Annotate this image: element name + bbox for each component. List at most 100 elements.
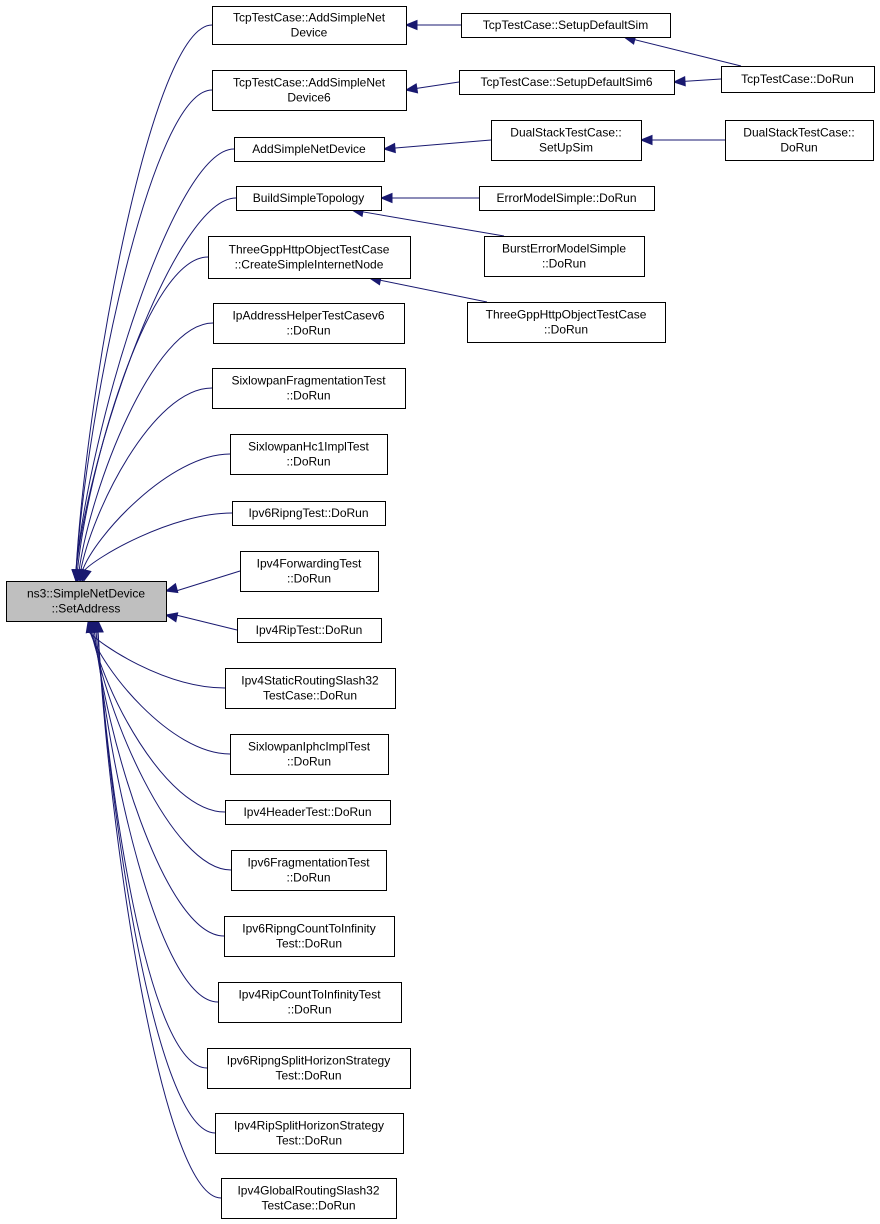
node-box	[236, 186, 382, 211]
node-label-line: IpAddressHelperTestCasev6	[232, 309, 384, 323]
node-m2[interactable]: TcpTestCase::SetupDefaultSim6	[459, 70, 675, 95]
arrowhead-icon	[672, 76, 686, 87]
node-label-line: Test::DoRun	[275, 1069, 341, 1083]
node-n17[interactable]: Ipv4RipCountToInfinityTest::DoRun	[218, 982, 402, 1023]
edge-r1-to-m1	[622, 34, 742, 67]
node-label-line: Ipv4ForwardingTest	[257, 557, 362, 571]
node-box	[215, 1113, 404, 1154]
node-label-line: BuildSimpleTopology	[253, 191, 364, 205]
node-box	[208, 236, 411, 279]
node-m4[interactable]: ErrorModelSimple::DoRun	[479, 186, 655, 211]
node-n7[interactable]: SixlowpanFragmentationTest::DoRun	[212, 368, 406, 409]
node-label-line: ErrorModelSimple::DoRun	[496, 191, 636, 205]
arrowhead-icon	[164, 612, 179, 623]
node-label-line: SixlowpanHc1ImplTest	[248, 440, 369, 454]
node-label-line: ::DoRun	[287, 1003, 331, 1017]
node-box	[484, 236, 645, 277]
edge-n20-to-root	[93, 619, 222, 1199]
edge-line	[95, 630, 219, 1003]
edge-m5-to-n4	[350, 206, 505, 237]
edge-line	[97, 630, 222, 1199]
root-node[interactable]: ns3::SimpleNetDevice::SetAddress	[6, 581, 167, 622]
edge-line	[683, 78, 722, 82]
edge-line	[75, 24, 213, 572]
node-n10[interactable]: Ipv4ForwardingTest::DoRun	[240, 551, 379, 592]
edge-r1-to-m2	[672, 76, 722, 87]
node-r2[interactable]: DualStackTestCase::DoRun	[725, 120, 874, 161]
node-box	[213, 303, 405, 344]
node-m6[interactable]: ThreeGppHttpObjectTestCase::DoRun	[467, 302, 666, 343]
edge-line	[75, 89, 213, 572]
node-n14[interactable]: Ipv4HeaderTest::DoRun	[225, 800, 391, 825]
node-label-line: BurstErrorModelSimple	[502, 242, 626, 256]
edge-n9-to-root	[81, 512, 233, 583]
node-n15[interactable]: Ipv6FragmentationTest::DoRun	[231, 850, 387, 891]
edge-n17-to-root	[91, 619, 219, 1003]
node-label-line: Ipv6FragmentationTest	[247, 856, 370, 870]
node-label-line: DoRun	[780, 141, 817, 155]
edge-line	[87, 630, 226, 689]
node-label-line: ::DoRun	[287, 572, 331, 586]
edge-n5-to-root	[73, 256, 209, 583]
node-label-line: ::CreateSimpleInternetNode	[235, 258, 384, 272]
node-box	[459, 70, 675, 95]
node-box	[212, 70, 407, 111]
arrowhead-icon	[93, 619, 104, 633]
node-label-line: TcpTestCase::AddSimpleNet	[233, 11, 386, 25]
node-label-line: SetUpSim	[539, 141, 593, 155]
edge-line	[393, 139, 492, 149]
node-n13[interactable]: SixlowpanIphcImplTest::DoRun	[230, 734, 389, 775]
node-label-line: Ipv4RipCountToInfinityTest	[238, 988, 381, 1002]
edge-n15-to-root	[88, 619, 232, 871]
node-n9[interactable]: Ipv6RipngTest::DoRun	[232, 501, 386, 526]
edge-n14-to-root	[87, 619, 226, 813]
arrowhead-icon	[404, 83, 419, 94]
node-label-line: Device6	[287, 91, 331, 105]
node-label-line: Ipv4RipTest::DoRun	[256, 623, 363, 637]
node-n6[interactable]: IpAddressHelperTestCasev6::DoRun	[213, 303, 405, 344]
node-label-line: ::DoRun	[286, 455, 330, 469]
edge-n11-to-root	[164, 612, 238, 631]
node-label-line: Ipv4RipSplitHorizonStrategy	[234, 1119, 384, 1133]
node-n11[interactable]: Ipv4RipTest::DoRun	[237, 618, 382, 643]
edge-n3-to-root	[71, 148, 235, 583]
node-label-line: Test::DoRun	[276, 1134, 342, 1148]
edge-line	[80, 387, 213, 572]
node-box	[491, 120, 642, 161]
edge-line	[379, 279, 488, 303]
node-r1[interactable]: TcpTestCase::DoRun	[721, 66, 875, 93]
edge-line	[75, 197, 237, 572]
node-label-line: SixlowpanFragmentationTest	[231, 374, 386, 388]
edge-m2-to-n2	[404, 81, 460, 94]
node-label-line: DualStackTestCase::	[510, 126, 621, 140]
node-label-line: Ipv4StaticRoutingSlash32	[241, 674, 379, 688]
node-box	[461, 13, 671, 38]
node-box	[237, 618, 382, 643]
node-label-line: TcpTestCase::AddSimpleNet	[233, 76, 386, 90]
node-n4[interactable]: BuildSimpleTopology	[236, 186, 382, 211]
node-m5[interactable]: BurstErrorModelSimple::DoRun	[484, 236, 645, 277]
node-box	[212, 6, 407, 45]
edge-n8-to-root	[79, 453, 231, 583]
edge-layer	[71, 19, 742, 1199]
node-label-line: Ipv6RipngTest::DoRun	[248, 506, 368, 520]
node-n1[interactable]: TcpTestCase::AddSimpleNetDevice	[212, 6, 407, 45]
edge-line	[175, 614, 238, 631]
node-n3[interactable]: AddSimpleNetDevice	[234, 137, 385, 162]
node-label-line: Test::DoRun	[276, 937, 342, 951]
node-n8[interactable]: SixlowpanHc1ImplTest::DoRun	[230, 434, 388, 475]
node-box	[721, 66, 875, 93]
arrowhead-icon	[404, 19, 418, 31]
node-box	[240, 551, 379, 592]
node-m3[interactable]: DualStackTestCase::SetUpSim	[491, 120, 642, 161]
node-box	[224, 916, 395, 957]
node-m1[interactable]: TcpTestCase::SetupDefaultSim	[461, 13, 671, 38]
node-n5[interactable]: ThreeGppHttpObjectTestCase::CreateSimple…	[208, 236, 411, 279]
